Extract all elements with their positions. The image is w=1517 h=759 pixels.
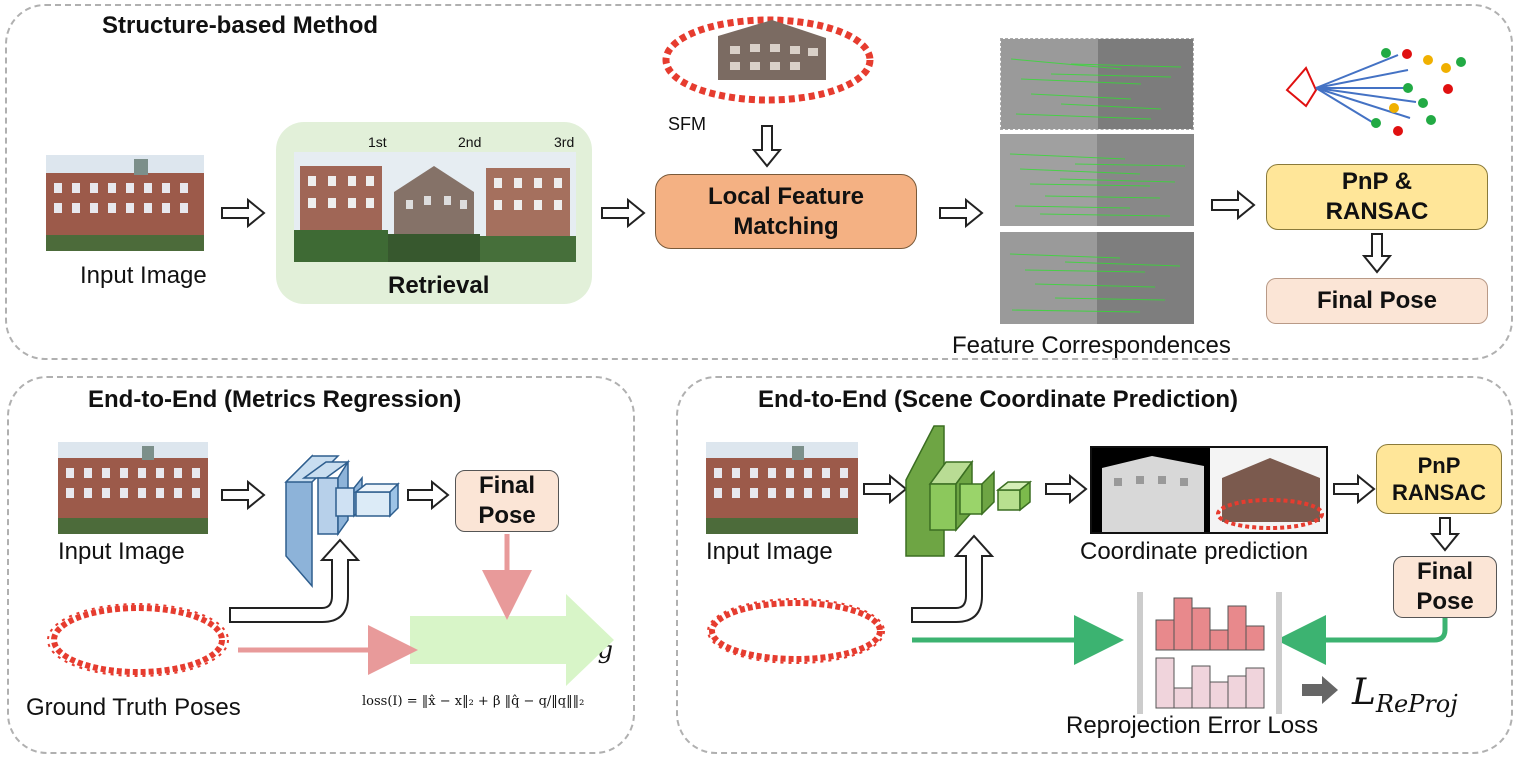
regression-final-pose-box: Final Pose: [455, 470, 559, 532]
loss-reproj-L: L: [1352, 672, 1376, 713]
retrieved-image-2: [388, 152, 480, 262]
coordinate-prediction-image: [1090, 446, 1328, 534]
coordinate-prediction-label: Coordinate prediction: [1080, 538, 1309, 565]
final-pose-box: Final Pose: [1266, 278, 1488, 324]
regression-input-photo: [58, 442, 208, 534]
correspondence-image-3: [1000, 232, 1194, 324]
loss-reg-symbol: Lreg: [548, 618, 613, 664]
sfm-point-cloud: [656, 6, 878, 112]
local-feature-matching-box: Local Feature Matching: [655, 174, 917, 249]
loss-reg-L: L: [548, 618, 572, 659]
rank-3rd: 3rd: [554, 134, 575, 150]
reprojection-error-label: Reprojection Error Loss: [1066, 712, 1319, 739]
ground-truth-poses-cloud: [44, 594, 236, 686]
retrieved-image-1: [294, 152, 388, 262]
regression-title: End-to-End (Metrics Regression): [88, 386, 462, 413]
rank-2nd: 2nd: [458, 134, 482, 150]
rank-1st: 1st: [368, 134, 387, 150]
loss-formula: loss(I) = ‖x̂ − x‖₂ + β ‖q̂ − q/‖q‖‖₂: [362, 694, 585, 709]
input-image-photo: [46, 155, 204, 251]
correspondence-image-2: [1000, 134, 1194, 226]
scene-title: End-to-End (Scene Coordinate Prediction): [758, 386, 1239, 413]
input-image-label: Input Image: [80, 262, 207, 289]
scene-panel: [676, 376, 1513, 754]
loss-reproj-symbol: LReProj: [1352, 672, 1458, 718]
retrieved-image-3: [480, 152, 576, 262]
scene-input-label: Input Image: [706, 538, 833, 565]
metrics-regression-label: Metrics Regression: [462, 628, 538, 664]
pnp-ransac-box: PnP & RANSAC: [1266, 164, 1488, 230]
retrieval-label: Retrieval: [388, 272, 490, 299]
scene-input-photo: [706, 442, 858, 534]
loss-reproj-sub: ReProj: [1375, 690, 1458, 719]
sfm-label: SFM: [668, 114, 706, 134]
scene-final-pose-box: Final Pose: [1393, 556, 1497, 618]
correspondence-image-1: [1000, 38, 1194, 130]
structure-panel: [5, 4, 1513, 360]
regression-input-label: Input Image: [58, 538, 185, 565]
feature-correspondences-label: Feature Correspondences: [952, 332, 1231, 359]
scene-ground-truth-cloud: [704, 594, 888, 668]
loss-reg-sub: reg: [571, 636, 613, 665]
scene-pnp-ransac-box: PnP RANSAC: [1376, 444, 1502, 514]
regression-panel: [7, 376, 635, 754]
ground-truth-label: Ground Truth Poses: [26, 694, 241, 721]
structure-title: Structure-based Method: [102, 12, 379, 39]
